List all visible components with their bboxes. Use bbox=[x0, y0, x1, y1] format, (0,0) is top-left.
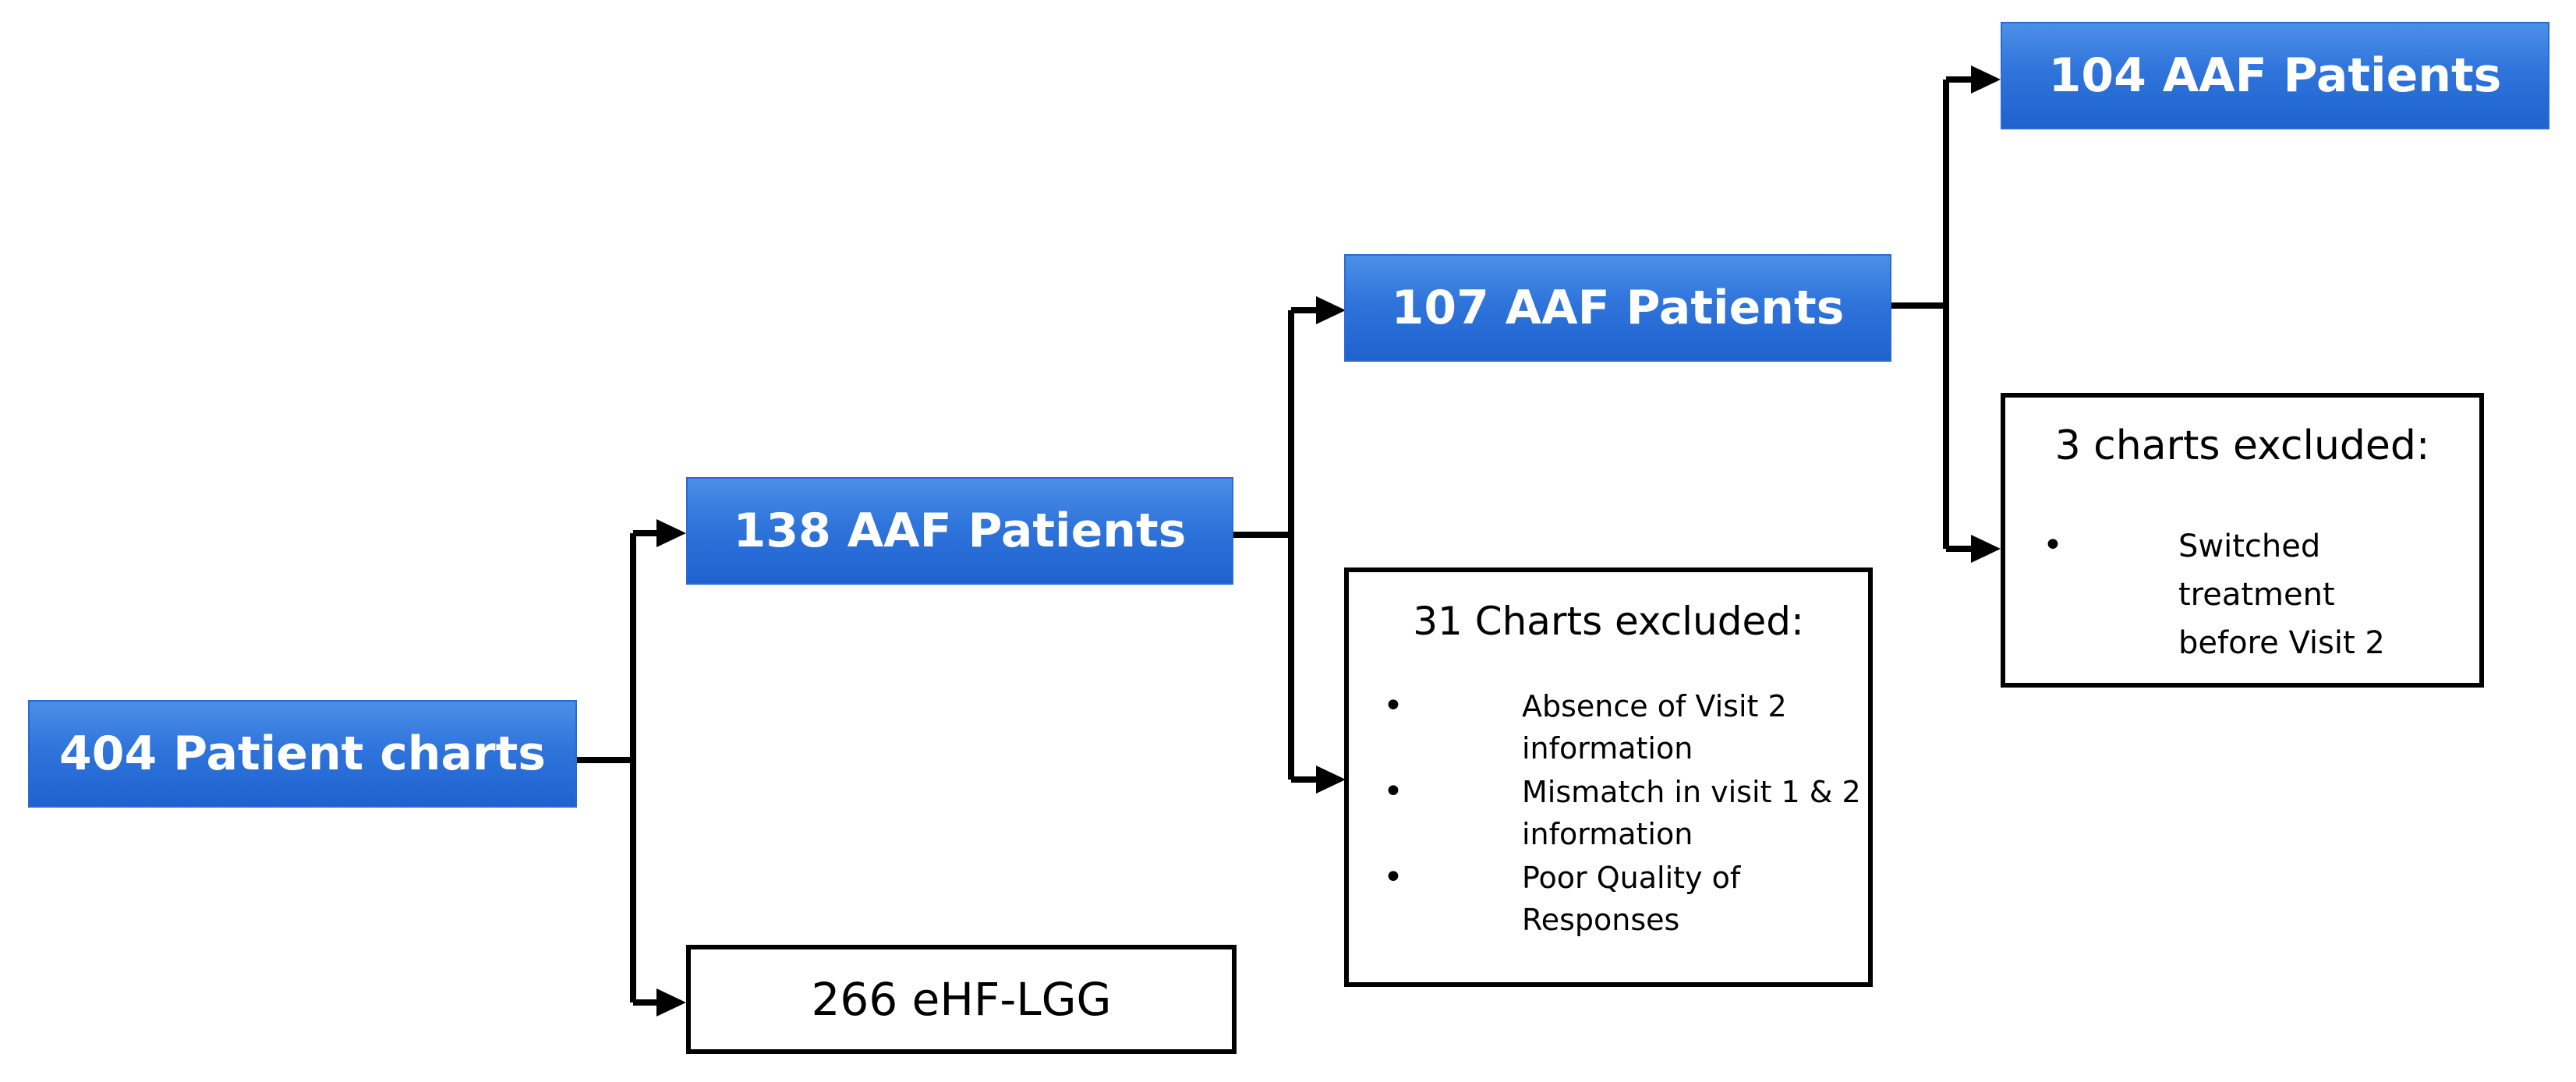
exclusion-3-list: • Switched treatment before Visit 2 bbox=[2005, 525, 2484, 677]
exclusion-3-item-line: treatment bbox=[2178, 577, 2335, 613]
arrowhead-to-107 bbox=[1316, 296, 1346, 324]
bullet-icon: • bbox=[2043, 525, 2063, 565]
exclusion-3-title: 3 charts excluded: bbox=[2054, 423, 2430, 469]
bullet-icon: • bbox=[1383, 686, 1403, 726]
exclusion-3-item-line: before Visit 2 bbox=[2178, 625, 2385, 661]
arrowhead-to-excl31 bbox=[1316, 766, 1346, 794]
arrowhead-to-104 bbox=[1971, 65, 2001, 94]
exclusion-31-title: 31 Charts excluded: bbox=[1413, 599, 1804, 644]
exclusion-3-item: • Switched treatment before Visit 2 bbox=[2005, 525, 2484, 677]
node-107-label: 107 AAF Patients bbox=[1391, 281, 1845, 335]
exclusion-31-item-line: Responses bbox=[1522, 903, 1680, 937]
arrowhead-to-138 bbox=[656, 519, 686, 547]
node-266-ehf-lgg: 266 eHF-LGG bbox=[686, 945, 1237, 1054]
exclusion-3-item-line: Switched bbox=[2178, 529, 2321, 564]
node-404-label: 404 Patient charts bbox=[59, 727, 546, 781]
bullet-icon: • bbox=[1383, 772, 1403, 812]
exclusion-31-item: • Mismatch in visit 1 & 2 information bbox=[1349, 772, 1873, 861]
node-266-label: 266 eHF-LGG bbox=[811, 973, 1112, 1026]
exclusion-31-list: • Absence of Visit 2 information • Misma… bbox=[1349, 686, 1873, 946]
node-104-label: 104 AAF Patients bbox=[2048, 48, 2502, 103]
node-138-label: 138 AAF Patients bbox=[733, 504, 1187, 558]
exclusion-31-item: • Poor Quality of Responses bbox=[1349, 857, 1873, 946]
bullet-icon: • bbox=[1383, 857, 1403, 897]
exclusion-31-item: • Absence of Visit 2 information bbox=[1349, 686, 1873, 775]
node-107-aaf-patients: 107 AAF Patients bbox=[1344, 254, 1891, 362]
exclusion-31-item-line: information bbox=[1522, 817, 1693, 851]
exclusion-31-item-line: Absence of Visit 2 bbox=[1522, 689, 1787, 723]
arrowhead-to-ehf bbox=[656, 988, 686, 1017]
node-404-patient-charts: 404 Patient charts bbox=[28, 700, 577, 808]
node-138-aaf-patients: 138 AAF Patients bbox=[686, 477, 1233, 585]
exclusion-31-item-line: Mismatch in visit 1 & 2 bbox=[1522, 775, 1861, 809]
exclusion-31-item-line: Poor Quality of bbox=[1522, 861, 1741, 895]
exclusion-31-item-line: information bbox=[1522, 731, 1693, 766]
exclusion-box-31: 31 Charts excluded: • Absence of Visit 2… bbox=[1344, 568, 1873, 987]
exclusion-box-3: 3 charts excluded: • Switched treatment … bbox=[2001, 393, 2484, 688]
arrowhead-to-excl3 bbox=[1971, 535, 2001, 563]
node-104-aaf-patients: 104 AAF Patients bbox=[2001, 22, 2549, 129]
